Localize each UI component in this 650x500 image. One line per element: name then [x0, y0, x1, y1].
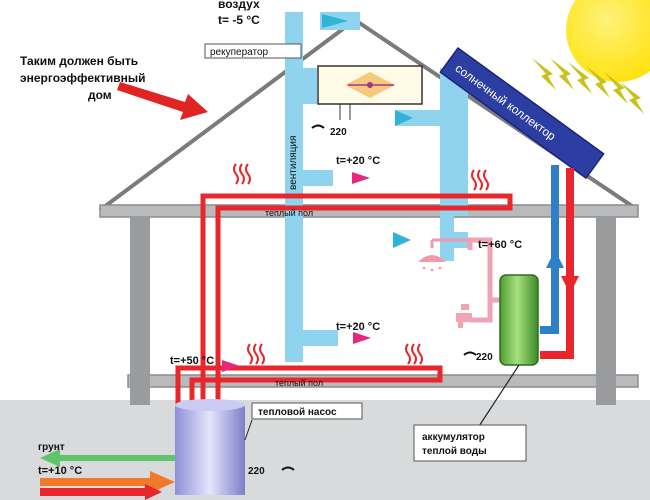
ground-label: грунт: [38, 442, 65, 453]
heat-pump-label-box: [251, 402, 363, 420]
outside-temp-label: t= -5 °C: [218, 13, 260, 27]
ground-heat-arrows: [40, 449, 175, 500]
sun-rays: [532, 58, 644, 114]
warm-floor-pipes: [175, 193, 513, 405]
ventilation-ducts: [285, 12, 468, 362]
fan-icon: [345, 72, 395, 98]
plug-icon: [281, 124, 477, 471]
recuperator-label-box: [204, 43, 302, 59]
ground-temp-label: t=+10 °C: [38, 465, 82, 477]
caption-line3: дом: [88, 88, 112, 102]
shower-icon: [418, 238, 470, 272]
hot-pipe-arrow: [561, 276, 579, 294]
right-wall: [596, 217, 616, 405]
warm-floor-lower-label: теплый пол: [275, 378, 323, 388]
pump-power-label: 220: [248, 466, 265, 477]
hot-pipe-from-collector: [540, 168, 574, 359]
cold-pipe-arrow: [546, 250, 564, 268]
heat-pump-label: тепловой насос: [258, 407, 337, 418]
air-label: воздух: [218, 0, 260, 11]
hot-water-pipe: [467, 237, 493, 323]
cold-pipe-to-collector: [540, 165, 559, 334]
tank-label-box: [413, 424, 527, 462]
hot-water-tank: [499, 274, 539, 366]
room-temp-lower: t=+20 °C: [336, 321, 380, 333]
caption-arrow-icon: [117, 82, 208, 120]
faucet-icon: [456, 304, 472, 328]
sun-icon: [566, 0, 650, 82]
recuperator-label: рекуператор: [210, 47, 269, 58]
ventilation-arrows: [322, 14, 413, 248]
heat-pump-temp-label: t=+50 °C: [170, 355, 214, 367]
ventilation-label: вентиляция: [288, 136, 299, 190]
hot-water-temp-label: t=+60 °C: [478, 239, 522, 251]
solar-collector-label: солнечный коллектор: [453, 61, 559, 143]
left-wall: [130, 217, 150, 405]
heat-pump-unit: [175, 399, 253, 495]
heat-wave-icon: [233, 163, 489, 365]
caption-line1: Таким должен быть: [20, 54, 138, 68]
warm-floor-upper-label: теплый пол: [265, 208, 313, 218]
tank-label-line2: теплой воды: [422, 446, 487, 457]
caption-line2: энергоэффективный: [20, 71, 146, 85]
recuperator-power-label: 220: [330, 127, 347, 138]
room-temp-upper: t=+20 °C: [336, 155, 380, 167]
temperature-arrows: [222, 172, 371, 372]
tank-label-line1: аккумулятор: [422, 432, 485, 443]
recuperator-unit: [317, 65, 423, 120]
tank-power-label: 220: [476, 352, 493, 363]
